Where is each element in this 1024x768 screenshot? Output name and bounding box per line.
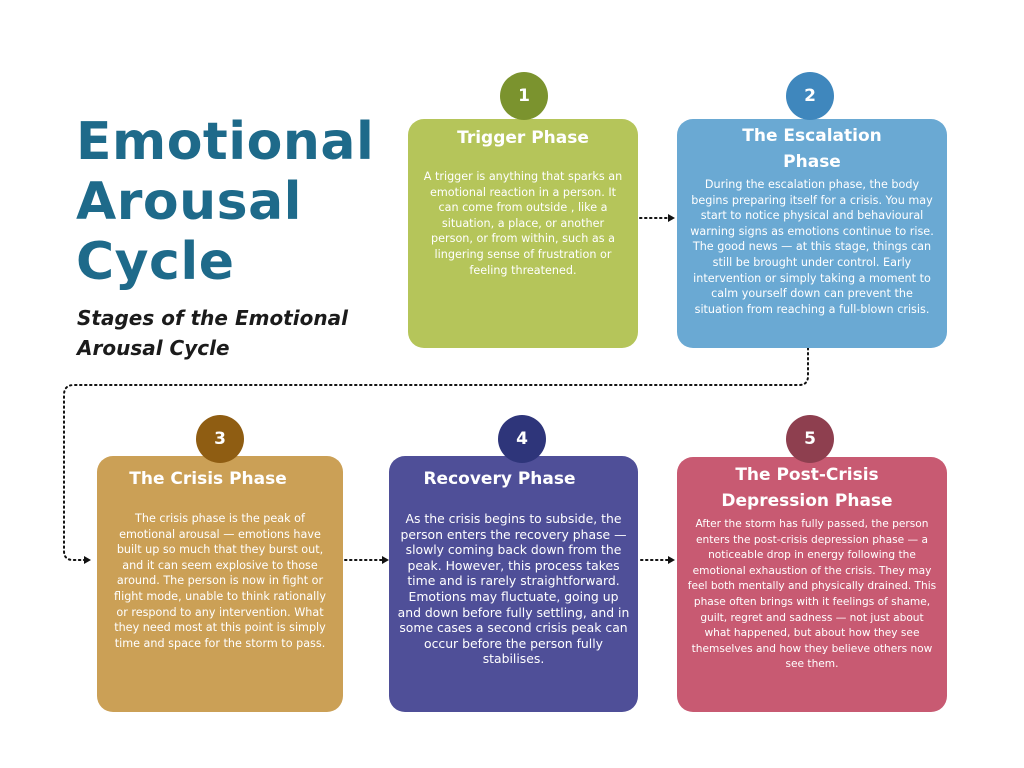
phase-number-badge-3: 3: [196, 415, 244, 463]
phase-card-4: Recovery Phase As the crisis begins to s…: [389, 456, 638, 712]
arrowhead-3-to-4: [382, 556, 389, 564]
phase-card-3: The Crisis Phase The crisis phase is the…: [97, 456, 343, 712]
arrowhead-1-to-2: [668, 214, 675, 222]
phase-card-2: The Escalation Phase During the escalati…: [677, 119, 947, 348]
phase-title: Trigger Phase: [457, 128, 589, 148]
phase-title: The Post-Crisis Depression Phase: [721, 465, 893, 511]
phase-description: The crisis phase is the peak of emotiona…: [114, 512, 326, 650]
phase-title: The Crisis Phase: [129, 469, 287, 489]
phase-title: Recovery Phase: [423, 469, 576, 489]
phase-number-badge-1: 1: [500, 72, 548, 120]
page-subtitle: Stages of the Emotional Arousal Cycle: [77, 306, 348, 360]
phase-title: The Escalation Phase: [742, 126, 882, 172]
phase-description: As the crisis begins to subside, the per…: [397, 511, 630, 667]
phase-card-1: Trigger Phase A trigger is anything that…: [408, 119, 638, 348]
phase-number-badge-4: 4: [498, 415, 546, 463]
phase-number-badge-2: 2: [786, 72, 834, 120]
phase-description: A trigger is anything that sparks an emo…: [423, 170, 623, 277]
phase-number-badge-5: 5: [786, 415, 834, 463]
phase-description: During the escalation phase, the body be…: [690, 178, 934, 316]
page-title: Emotional Arousal Cycle: [76, 112, 375, 292]
connector-2-to-3: [63, 347, 809, 561]
phase-card-5: The Post-Crisis Depression Phase After t…: [677, 457, 947, 712]
phase-description: After the storm has fully passed, the pe…: [687, 518, 937, 671]
arrowhead-4-to-5: [668, 556, 675, 564]
arrowhead-2-to-3: [84, 556, 91, 564]
